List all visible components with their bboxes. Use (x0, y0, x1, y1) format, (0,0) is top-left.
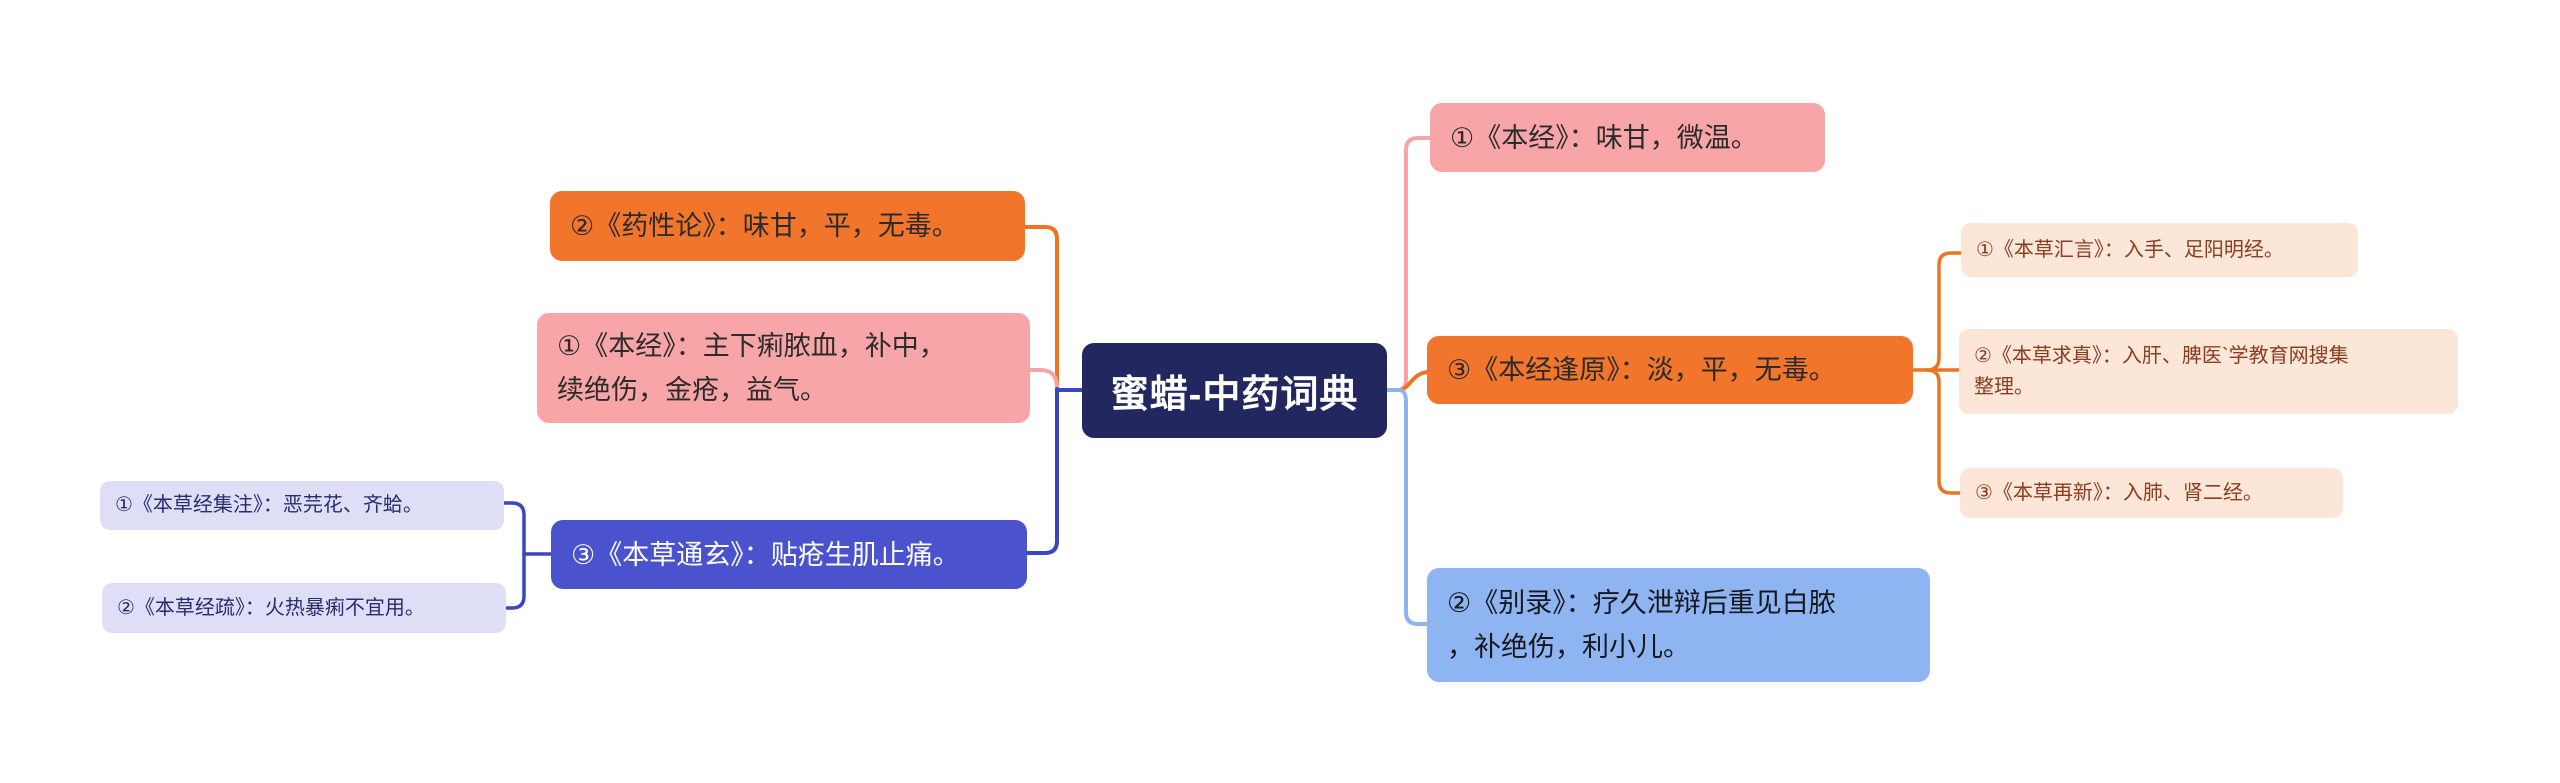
connector-rightsub-1 (1925, 251, 1963, 372)
connector-right-pink (1397, 136, 1432, 392)
connector-leftsub-2 (504, 552, 526, 610)
node-benjing-fengyuan[interactable]: ③《本经逢原》：淡，平，无毒。 (1427, 336, 1913, 404)
root-node-title[interactable]: 蜜蜡-中药词典 (1082, 343, 1387, 438)
node-bielu[interactable]: ②《别录》：疗久泄辩后重见白脓 ，补绝伤，利小儿。 (1427, 568, 1930, 682)
node-yaoxinglun[interactable]: ②《药性论》：味甘，平，无毒。 (550, 191, 1025, 261)
connector-right-blue (1397, 388, 1430, 626)
node-bencao-tongxuan[interactable]: ③《本草通玄》：贴疮生肌止痛。 (551, 520, 1027, 589)
node-benjing-left[interactable]: ①《本经》：主下痢脓血，补中， 续绝伤，金疮，益气。 (537, 313, 1030, 423)
node-bencao-zaixin[interactable]: ③《本草再新》：入肺、肾二经。 (1960, 468, 2343, 518)
connector-left-pink (1027, 368, 1059, 391)
connector-left-orange (1023, 225, 1059, 389)
connector-right-orange (1397, 370, 1430, 392)
connector-left-blue (1025, 387, 1059, 555)
connector-leftsub-1 (502, 501, 526, 556)
connector-rightsub-3 (1925, 368, 1962, 495)
node-bencao-huiyan[interactable]: ①《本草汇言》：入手、足阳明经。 (1961, 223, 2358, 277)
node-benjing-right[interactable]: ①《本经》：味甘，微温。 (1430, 103, 1825, 172)
node-bencao-qiuzhen[interactable]: ②《本草求真》：入肝、脾医`学教育网搜集 整理。 (1959, 329, 2458, 414)
node-bencao-jingjizhu[interactable]: ①《本草经集注》：恶芫花、齐蛤。 (100, 481, 504, 530)
node-bencao-jingshu[interactable]: ②《本草经疏》：火热暴痢不宜用。 (102, 583, 506, 633)
